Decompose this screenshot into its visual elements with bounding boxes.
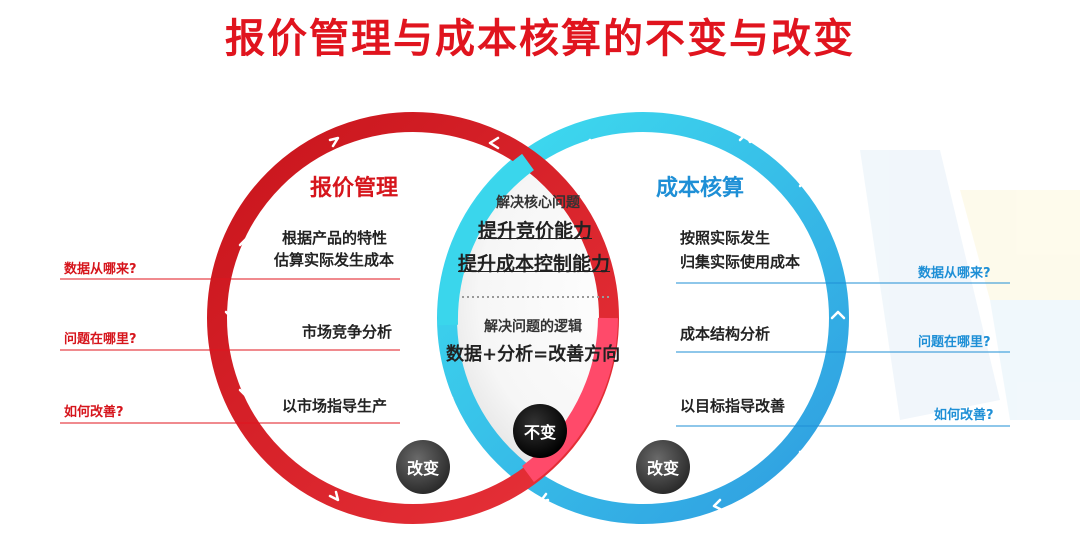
left-question-lines: [60, 278, 400, 424]
logic-label: 解决问题的逻辑: [484, 319, 582, 335]
cost-line-1a: 按照实际发生: [680, 229, 771, 247]
page-title: 报价管理与成本核算的不变与改变: [225, 16, 855, 62]
cost-line-3: 以目标指导改善: [680, 397, 786, 415]
pink-overlap-arc: [521, 317, 618, 483]
quote-line-1a: 根据产品的特性: [282, 229, 388, 247]
quote-management-ring: [207, 112, 619, 524]
right-question-how-improve: 如何改善?: [934, 408, 994, 423]
left-question-how-improve: 如何改善?: [64, 405, 124, 420]
core-item-bidding: 提升竞价能力: [478, 220, 593, 242]
cost-line-1b: 归集实际使用成本: [680, 253, 801, 271]
right-question-lines: [676, 282, 1010, 427]
core-problem-label: 解决核心问题: [496, 195, 580, 211]
background-decoration: [860, 150, 1080, 420]
logic-formula: 数据+分析=改善方向: [446, 344, 621, 365]
left-question-where-problem: 问题在哪里?: [64, 332, 137, 347]
quote-line-2: 市场竞争分析: [302, 323, 393, 341]
unchanged-badge: 不变: [513, 404, 567, 458]
ring-arrows: [224, 132, 846, 512]
right-question-data-source: 数据从哪来?: [918, 266, 991, 281]
quote-management-heading: 报价管理: [310, 176, 399, 201]
left-question-data-source: 数据从哪来?: [64, 262, 137, 277]
core-item-cost-control: 提升成本控制能力: [458, 253, 611, 275]
change-badge-left: 改变: [396, 440, 450, 494]
cost-accounting-heading: 成本核算: [656, 176, 745, 201]
cost-line-2: 成本结构分析: [680, 325, 771, 343]
cyan-overlap-arc: [437, 153, 534, 326]
change-badge-right: 改变: [636, 440, 690, 494]
quote-line-1b: 估算实际发生成本: [274, 251, 395, 269]
quote-line-3: 以市场指导生产: [282, 397, 388, 415]
right-question-where-problem: 问题在哪里?: [918, 335, 991, 350]
